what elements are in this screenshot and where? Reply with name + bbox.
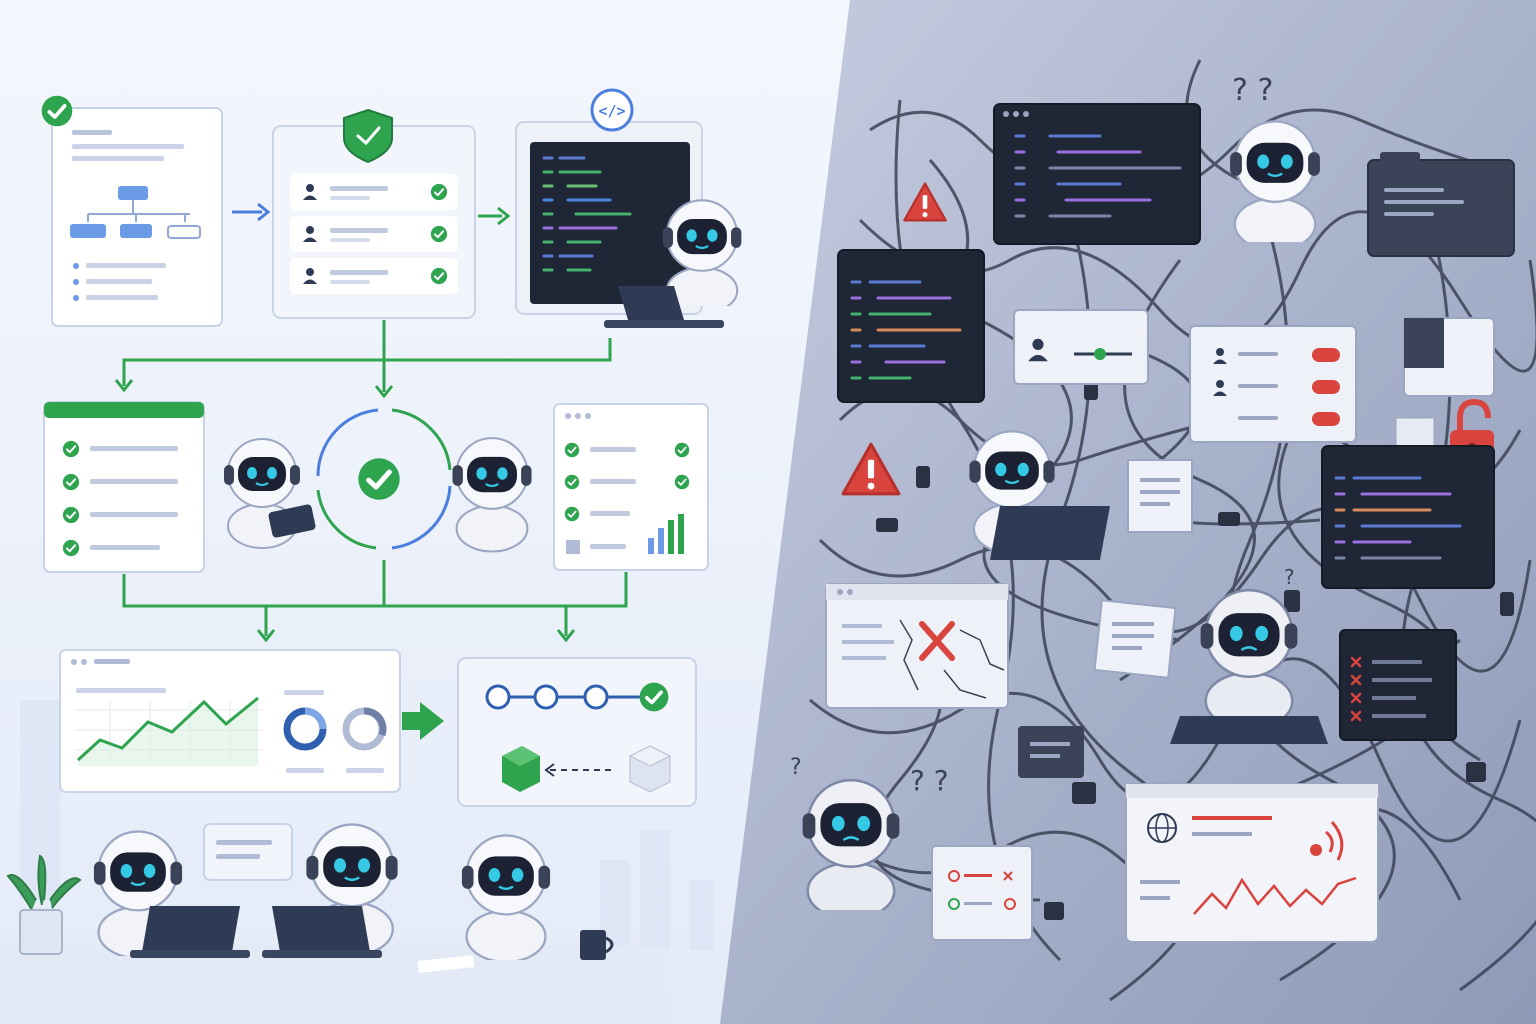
results-dashboard-card: [553, 403, 709, 571]
globe-icon: [1147, 813, 1177, 843]
code-tag-icon: </>: [590, 88, 634, 132]
check-circle-icon: [358, 458, 399, 499]
question-mark-icon: ?: [1284, 565, 1295, 589]
flow-connectors-1: [122, 320, 612, 392]
monitoring-dashboard: [1125, 783, 1379, 943]
left-skyline: [20, 700, 714, 950]
permissions-card: [1189, 325, 1357, 443]
status-clipboard: [931, 845, 1033, 941]
desk: [0, 946, 670, 1024]
robot-worried: [801, 778, 901, 910]
error-window-cracked: [825, 583, 1009, 709]
close-icon: [919, 621, 955, 661]
spec-document-card: [51, 107, 223, 327]
doc-note-2: [1093, 599, 1177, 679]
broken-code-window-1: [993, 103, 1201, 245]
flow-connectors-2: [122, 560, 628, 636]
chat-bubble-icon: [203, 823, 293, 881]
shield-check-icon: [343, 108, 393, 164]
laptop-icon: [990, 506, 1110, 560]
broken-code-window-3: [1321, 445, 1495, 589]
svg-text:? ?: ? ?: [1232, 73, 1273, 108]
laptop-icon: [604, 286, 724, 328]
folder-window: [1367, 152, 1515, 257]
coffee-mug-icon: [580, 930, 614, 960]
question-marks-top: ? ?: [1232, 73, 1273, 108]
keyboard-icon: [1170, 716, 1328, 744]
laptop-icon: [262, 906, 382, 958]
checklist-card: [43, 401, 205, 573]
svg-text:</>: </>: [598, 102, 625, 120]
check-circle-icon: [638, 681, 670, 713]
broken-code-window-2: [837, 249, 985, 403]
arrow-right-big: [402, 702, 444, 740]
doc-note-1: [1127, 459, 1193, 533]
robot-thumbs-up: [451, 436, 533, 553]
robot-shrugging: [1199, 588, 1299, 720]
pipeline-card: [457, 657, 697, 807]
robot-team-3: [460, 834, 552, 960]
review-cycle: [316, 408, 452, 550]
chat-bubble-dark: [1018, 726, 1084, 778]
tablet-icon: [268, 504, 316, 538]
robot-confused: [1228, 120, 1322, 242]
question-mark-icon: ? ?: [910, 764, 949, 797]
cube-outline-icon: [628, 745, 672, 793]
laptop-icon: [130, 906, 250, 958]
access-key-card: [1013, 309, 1149, 385]
question-mark-icon: ?: [790, 755, 802, 780]
analytics-card: [59, 649, 401, 793]
potted-plant-icon: [6, 854, 82, 955]
cube-icon: [502, 746, 540, 792]
alarm-signal-icon: [1310, 821, 1344, 861]
paper-sheet: [417, 955, 475, 973]
small-dark-window: [1403, 317, 1495, 397]
check-circle-icon: [40, 94, 74, 128]
failed-checklist-window: [1339, 629, 1457, 741]
